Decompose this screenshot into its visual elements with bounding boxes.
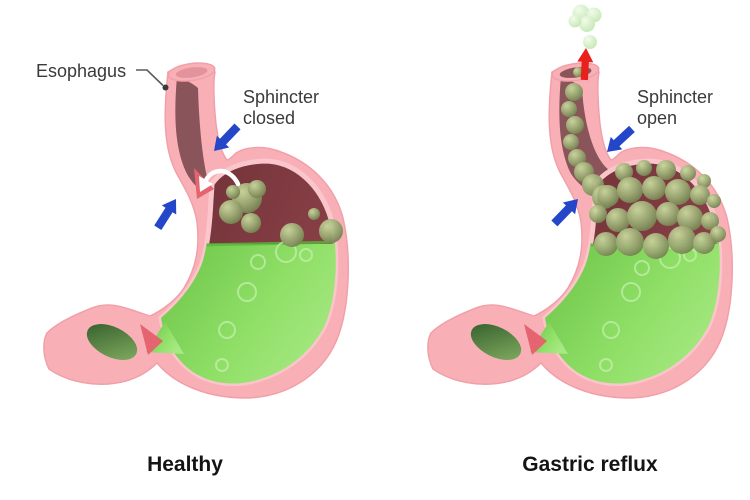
duodenum-opening bbox=[470, 324, 522, 360]
healthy-stomach-figure bbox=[43, 62, 349, 399]
pyloric-pinch bbox=[140, 324, 163, 355]
gastric-acid-liquid bbox=[545, 240, 720, 384]
duodenum-opening bbox=[86, 324, 138, 360]
reflux-stomach-figure bbox=[427, 4, 733, 399]
pressure-arrow-lower-icon bbox=[150, 194, 184, 233]
sphincter-open-label: Sphincter open bbox=[637, 87, 714, 128]
gas-bubbles-refluxing bbox=[561, 83, 726, 259]
blocked-reflux-curved-arrow-icon bbox=[199, 168, 241, 192]
gas-bubbles bbox=[219, 180, 343, 247]
gastric-acid-liquid bbox=[161, 240, 336, 384]
esophagus-leader-line bbox=[136, 69, 169, 91]
caption-healthy: Healthy bbox=[147, 453, 223, 476]
pyloric-pinch bbox=[524, 324, 547, 355]
sphincter-closed-label: Sphincter closed bbox=[243, 87, 320, 128]
esophagus-opening-rim bbox=[167, 62, 216, 82]
esophagus-label: Esophagus bbox=[36, 61, 127, 81]
escaping-gas-bubbles bbox=[568, 4, 602, 49]
caption-gastric-reflux: Gastric reflux bbox=[522, 453, 658, 476]
